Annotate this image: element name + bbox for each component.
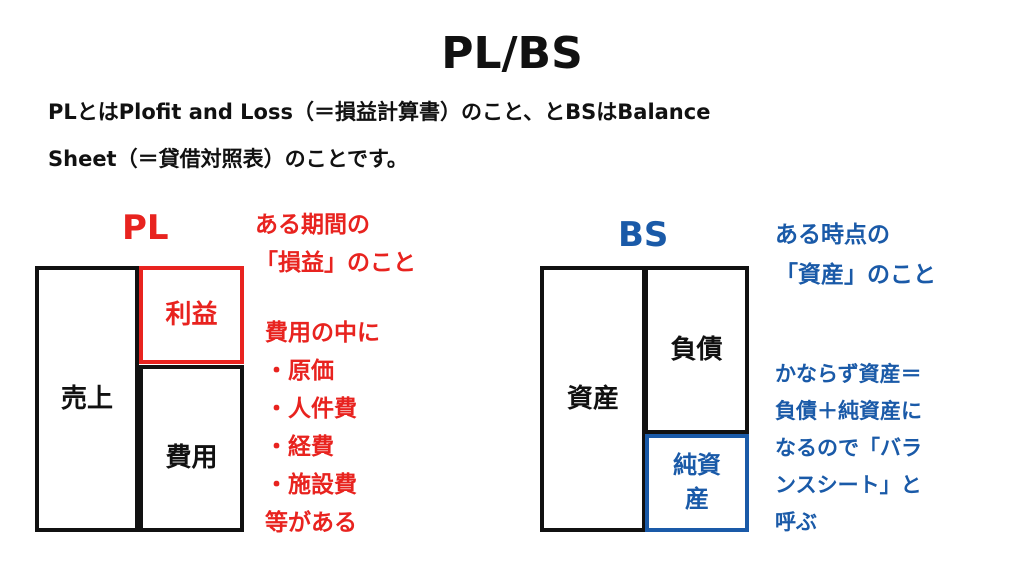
note-line: ある時点の xyxy=(775,222,890,248)
pl-profit-box: 利益 xyxy=(139,266,244,364)
net-assets-label: 産 xyxy=(685,485,709,513)
bs-assets-box: 資産 xyxy=(540,266,646,532)
pl-expenses-box: 費用 xyxy=(139,365,244,532)
pl-note-period: ある期間の 「損益」のこと xyxy=(255,206,416,282)
note-line: ・施設費 xyxy=(265,472,357,498)
expenses-label: 費用 xyxy=(165,443,218,474)
intro-line-1: PLとはPlofit and Loss（＝損益計算書）のこと、とBSはBalan… xyxy=(48,100,711,124)
pl-heading: PL xyxy=(122,208,169,248)
pl-note-expenses: 費用の中に ・原価 ・人件費 ・経費 ・施設費 等がある xyxy=(265,314,380,542)
note-line: なるので「バラ xyxy=(775,436,922,460)
note-line: かならず資産＝ xyxy=(775,362,922,386)
note-line: ・原価 xyxy=(265,358,334,384)
bs-heading: BS xyxy=(618,215,669,255)
note-line: 負債＋純資産に xyxy=(775,399,922,423)
assets-label: 資産 xyxy=(566,383,619,414)
profit-label: 利益 xyxy=(165,299,218,330)
bs-liabilities-box: 負債 xyxy=(644,266,749,434)
note-line: ある期間の xyxy=(255,212,370,238)
note-line: ・経費 xyxy=(265,434,334,460)
liabilities-label: 負債 xyxy=(670,334,723,365)
note-line: 呼ぶ xyxy=(775,510,817,534)
bs-note-point: ある時点の 「資産」のこと xyxy=(775,215,936,295)
note-line: ・人件費 xyxy=(265,396,357,422)
net-assets-label: 純資 xyxy=(673,451,721,480)
bs-net-assets-box: 純資産 xyxy=(645,434,749,532)
intro-line-2: Sheet（＝貸借対照表）のことです。 xyxy=(48,147,408,171)
page-title: PL/BS xyxy=(441,28,583,79)
note-line: 「資産」のこと xyxy=(775,262,936,288)
sales-label: 売上 xyxy=(60,383,113,414)
note-line: ンスシート」と xyxy=(775,473,922,497)
note-line: 費用の中に xyxy=(265,320,380,346)
bs-note-balance: かならず資産＝ 負債＋純資産に なるので「バラ ンスシート」と 呼ぶ xyxy=(775,356,922,541)
note-line: 「損益」のこと xyxy=(255,250,416,276)
pl-sales-box: 売上 xyxy=(35,266,139,532)
note-line: 等がある xyxy=(265,510,357,536)
